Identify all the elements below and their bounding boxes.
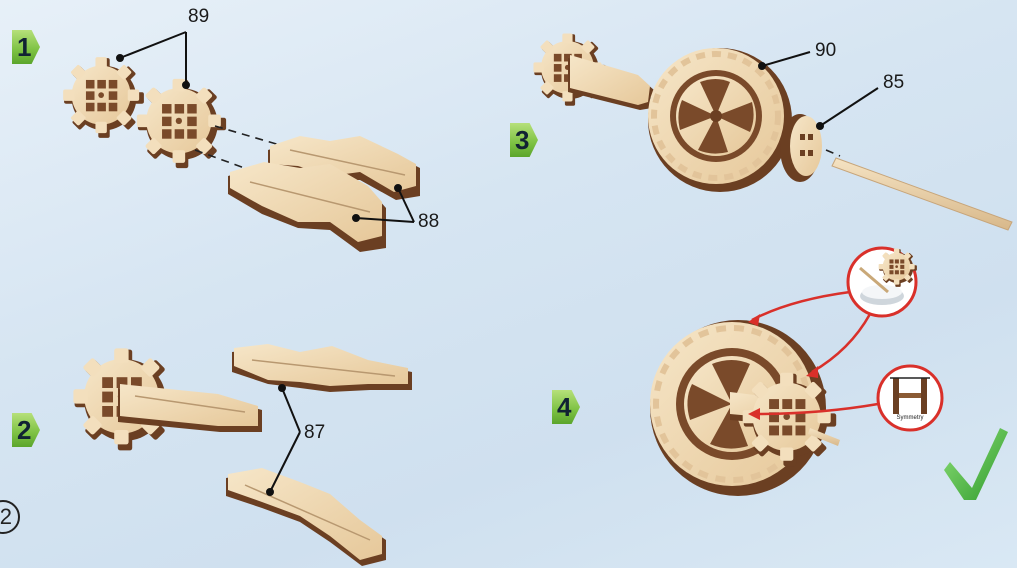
part-label-88: 88 bbox=[418, 211, 439, 233]
step3-dowel-rod bbox=[832, 158, 1012, 230]
step4-glue-callout bbox=[848, 248, 917, 316]
step-number: 2 bbox=[17, 415, 31, 446]
step3-leader-85 bbox=[817, 88, 878, 129]
step-number: 4 bbox=[557, 392, 571, 423]
checkmark-icon bbox=[944, 428, 1008, 500]
step1-gear-b bbox=[137, 79, 226, 168]
step3-gear-with-axle bbox=[533, 33, 654, 110]
part-label-87: 87 bbox=[304, 422, 325, 444]
step3-wheel-85 bbox=[780, 114, 822, 182]
part-label-85: 85 bbox=[883, 72, 904, 94]
step-badge-1: 1 bbox=[12, 30, 40, 64]
step-number: 3 bbox=[515, 125, 529, 156]
step-badge-3: 3 bbox=[510, 123, 538, 157]
step-number: 1 bbox=[17, 32, 31, 63]
step1-gear-a bbox=[63, 57, 144, 138]
step4-assembled-mechanism bbox=[650, 320, 840, 496]
part-label-90: 90 bbox=[815, 40, 836, 62]
step3-large-gear-90 bbox=[648, 48, 792, 192]
page-marker-number: 2 bbox=[0, 504, 12, 530]
step2-axle-lower bbox=[226, 468, 386, 566]
part-label-89: 89 bbox=[188, 6, 209, 28]
symmetry-label: Symmetry bbox=[892, 415, 928, 421]
step-badge-4: 4 bbox=[552, 390, 580, 424]
step2-axle-upper bbox=[232, 344, 412, 392]
step-badge-2: 2 bbox=[12, 413, 40, 447]
